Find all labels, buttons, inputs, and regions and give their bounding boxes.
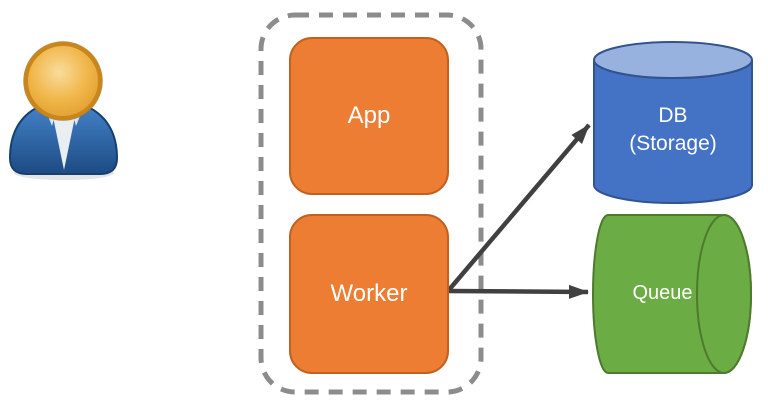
- worker-node-shape: [289, 214, 449, 374]
- arrow-worker-to-queue: [447, 284, 589, 299]
- person-head: [24, 42, 102, 120]
- db-cylinder: [593, 41, 753, 204]
- app-node-shape: [289, 37, 449, 195]
- person-icon: [8, 41, 119, 180]
- db-cylinder-body: [593, 59, 753, 204]
- arrow-worker-to-db: [446, 123, 591, 293]
- queue-cylinder-cap: [696, 214, 752, 374]
- boundary-dashed-box: [258, 12, 484, 395]
- db-cylinder-top: [593, 41, 753, 79]
- person-shirt: [52, 112, 76, 170]
- queue-cylinder: [592, 214, 752, 374]
